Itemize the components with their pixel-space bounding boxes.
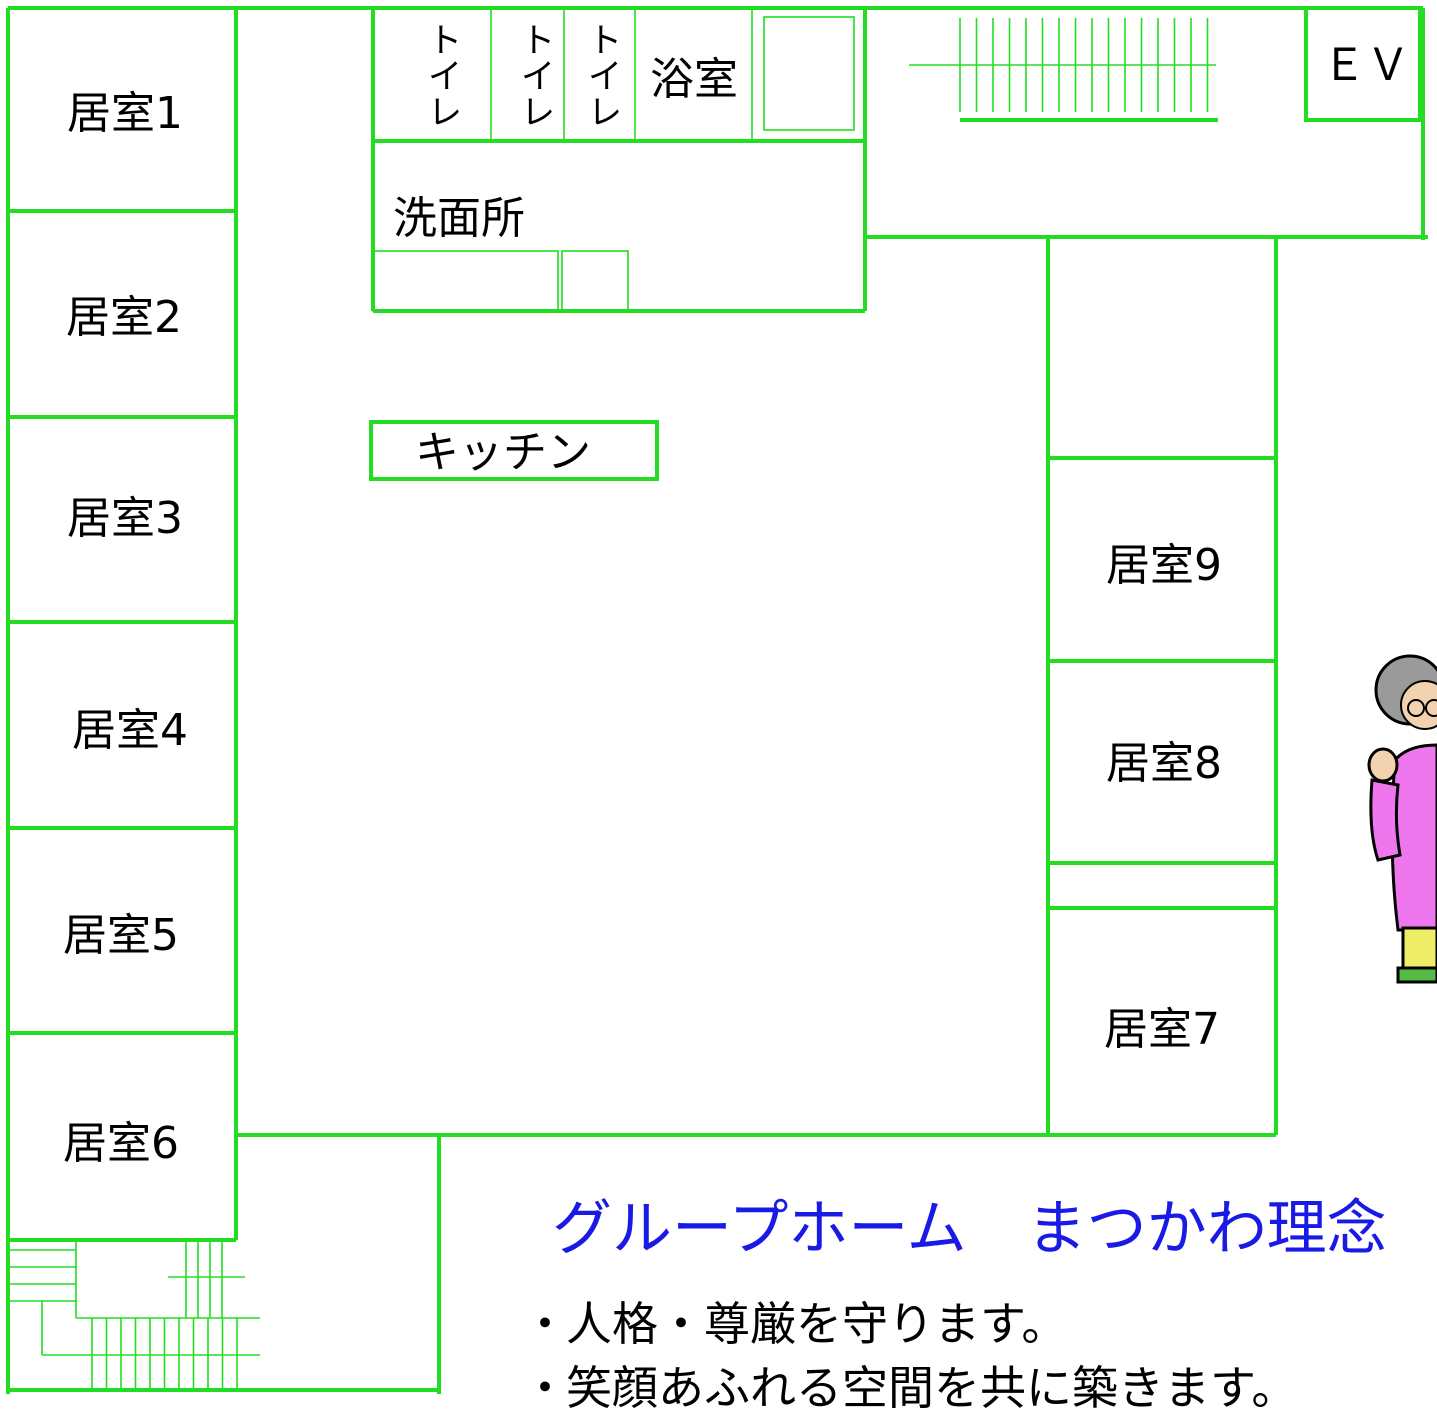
list-item: ・笑顔あふれる空間を共に築きます。	[522, 1356, 1297, 1420]
stairs-bottom	[8, 1240, 260, 1390]
room-label: 居室2	[66, 292, 182, 343]
walls	[6, 6, 1428, 1394]
toilet-char: ト	[588, 21, 622, 61]
toilet-char: レ	[428, 93, 462, 133]
toilet-3-label: ト イ レ	[588, 21, 622, 133]
toilet-char: イ	[521, 57, 555, 97]
room-label: 居室9	[1106, 540, 1222, 591]
principle-text: 笑顔あふれる空間を共に築きます。	[566, 1361, 1298, 1415]
room-label: 居室7	[1104, 1004, 1220, 1055]
washroom-counters	[372, 250, 629, 312]
kitchen-label: キッチン	[415, 427, 591, 478]
toilet-char: ト	[428, 21, 462, 61]
washroom-label: 洗面所	[393, 193, 525, 244]
toilet-dividers	[490, 8, 855, 141]
principle-text: 人格・尊厳を守ります。	[566, 1297, 1068, 1351]
philosophy-list: ・人格・尊厳を守ります。 ・笑顔あふれる空間を共に築きます。	[522, 1292, 1297, 1420]
bullet: ・	[522, 1361, 568, 1415]
elderly-woman-illustration	[1367, 654, 1437, 984]
left-room-labels: 居室1 居室2 居室3 居室4 居室5 居室6	[63, 88, 188, 1169]
toilet-labels: ト イ レ ト イ レ ト イ レ	[428, 21, 622, 133]
toilet-char: レ	[521, 93, 555, 133]
room-label: 居室6	[63, 1118, 179, 1169]
philosophy-title: グループホーム まつかわ理念	[552, 1194, 1387, 1264]
toilet-char: イ	[588, 57, 622, 97]
room-label: 居室8	[1106, 738, 1222, 789]
room-label: 居室3	[67, 493, 183, 544]
toilet-2-label: ト イ レ	[521, 21, 555, 133]
toilet-char: レ	[588, 93, 622, 133]
list-item: ・人格・尊厳を守ります。	[522, 1292, 1297, 1356]
toilet-1-label: ト イ レ	[428, 21, 462, 133]
toilet-char: ト	[521, 21, 555, 61]
room-label: 居室1	[67, 88, 183, 139]
toilet-char: イ	[428, 57, 462, 97]
stairs-top	[909, 18, 1218, 122]
right-room-labels: 居室9 居室8 居室7	[1104, 540, 1222, 1055]
elevator-label: ＥＶ	[1322, 40, 1410, 91]
room-label: 居室4	[72, 705, 188, 756]
room-label: 居室5	[63, 910, 179, 961]
bath-label: 浴室	[650, 54, 738, 105]
kitchen-counter	[369, 420, 659, 481]
bullet: ・	[522, 1297, 568, 1351]
